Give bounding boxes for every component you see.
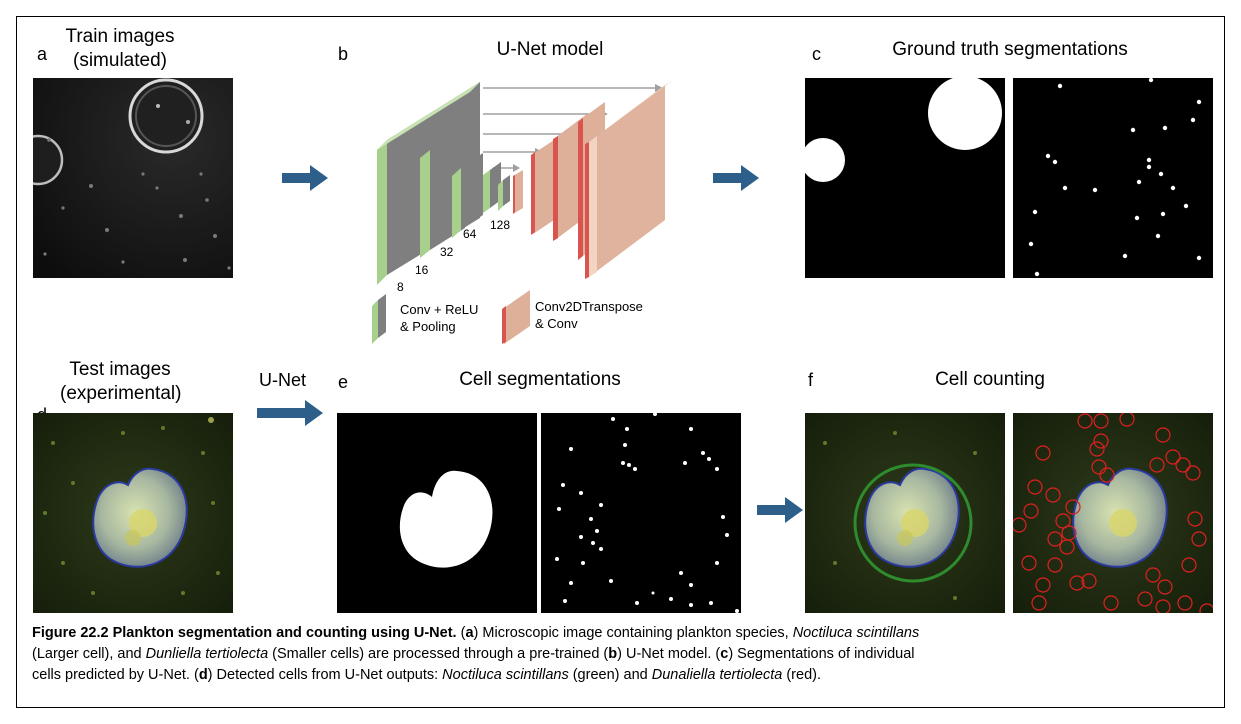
legend-deconv-swatch xyxy=(502,290,530,344)
panel-a-title: Train images (simulated) xyxy=(60,25,180,73)
caption-species-4: Dunaliella tertiolecta xyxy=(651,667,783,683)
figure-caption: Figure 22.2 Plankton segmentation and co… xyxy=(32,625,920,683)
caption-c-text-2: cells predicted by U-Net. ( xyxy=(32,667,199,683)
legend-deconv-line2: & Conv xyxy=(535,316,578,331)
panel-f-title: Cell counting xyxy=(935,369,1045,390)
caption-species-3: Noctiluca scintillans xyxy=(442,667,569,683)
panel-a-title-line2: (simulated) xyxy=(73,50,167,71)
test-image-graphic xyxy=(33,413,233,613)
unet-arrow-label: U-Net xyxy=(259,370,307,390)
cell-counting-large-graphic xyxy=(805,413,1005,613)
arrow-d-to-e xyxy=(257,400,323,426)
legend-conv-text: Conv + ReLU & Pooling xyxy=(400,301,478,335)
legend-deconv-text: Conv2DTranspose & Conv xyxy=(535,298,643,332)
test-image xyxy=(33,413,233,613)
cell-segmentation-large xyxy=(337,413,537,613)
legend-deconv-line1: Conv2DTranspose xyxy=(535,299,643,314)
panel-b-title: U-Net model xyxy=(496,39,604,60)
caption-a-text-1: Microscopic image containing plankton sp… xyxy=(478,625,793,641)
arrow-b-to-c xyxy=(713,165,759,191)
panel-d-title: Test images (experimental) xyxy=(60,358,182,406)
caption-d-text-2: (green) and xyxy=(568,667,652,683)
detected-large-cell-circle xyxy=(853,463,973,583)
caption-species-1: Noctiluca scintillans xyxy=(792,625,920,641)
caption-d-text-3: (red). xyxy=(782,667,821,683)
channel-label-16: 16 xyxy=(415,263,429,277)
cell-counting-large xyxy=(805,413,1005,613)
caption-d-letter: d xyxy=(198,667,208,683)
legend-conv-line1: Conv + ReLU xyxy=(400,302,479,317)
train-image xyxy=(33,78,233,278)
channel-label-128: 128 xyxy=(490,218,511,232)
channel-label-64: 64 xyxy=(463,227,477,241)
panel-d-title-line1: Test images xyxy=(69,359,171,380)
unet-diagram xyxy=(377,80,673,285)
panel-e-title: Cell segmentations xyxy=(459,369,621,390)
cell-counting-small xyxy=(1013,413,1213,613)
legend-conv-line2: & Pooling xyxy=(400,319,456,334)
encoder-blocks xyxy=(377,82,510,285)
caption-a-text-2: (Larger cell), and xyxy=(32,646,146,662)
panel-c-title: Ground truth segmentations xyxy=(892,39,1128,60)
caption-a-text-3: (Smaller cells) are processed through a … xyxy=(268,646,609,662)
panel-b-letter: b xyxy=(338,44,349,64)
panel-a-letter: a xyxy=(37,44,48,64)
panel-f-letter: f xyxy=(808,370,814,390)
ground-truth-large xyxy=(805,78,1005,278)
detected-small-cell-circles xyxy=(1013,413,1213,613)
figure-frame xyxy=(16,16,1225,708)
ground-truth-small xyxy=(1013,78,1213,278)
caption-a-letter: a xyxy=(465,625,474,641)
caption-d-text-1: ) Detected cells from U-Net outputs: xyxy=(207,667,443,683)
ground-truth-small-mask xyxy=(1013,78,1213,278)
cell-counting-small-graphic xyxy=(1013,413,1213,613)
panel-e-letter: e xyxy=(338,372,349,392)
panel-c-letter: c xyxy=(812,44,821,64)
decoder-blocks xyxy=(513,80,673,279)
figure-label: Figure 22.2 Plankton segmentation and co… xyxy=(32,625,457,641)
channel-label-32: 32 xyxy=(440,245,454,259)
channel-label-8: 8 xyxy=(397,280,404,294)
panel-d-title-line2: (experimental) xyxy=(60,383,182,404)
caption-c-letter: c xyxy=(720,646,729,662)
caption-b-letter: b xyxy=(608,646,618,662)
cell-segmentation-large-mask xyxy=(337,413,537,613)
arrow-a-to-b xyxy=(282,165,328,191)
cell-segmentation-small-mask xyxy=(541,413,741,613)
legend-conv-swatch xyxy=(372,294,386,344)
train-image-graphic xyxy=(33,78,233,278)
caption-species-2: Dunliella tertiolecta xyxy=(145,646,269,662)
ground-truth-large-mask xyxy=(805,78,1005,278)
panel-a-title-line1: Train images xyxy=(65,26,175,47)
caption-c-text-1: ) Segmentations of individual xyxy=(728,646,915,662)
caption-b-text: ) U-Net model. ( xyxy=(617,646,721,662)
arrow-e-to-f xyxy=(757,497,803,523)
cell-segmentation-small xyxy=(541,413,741,613)
